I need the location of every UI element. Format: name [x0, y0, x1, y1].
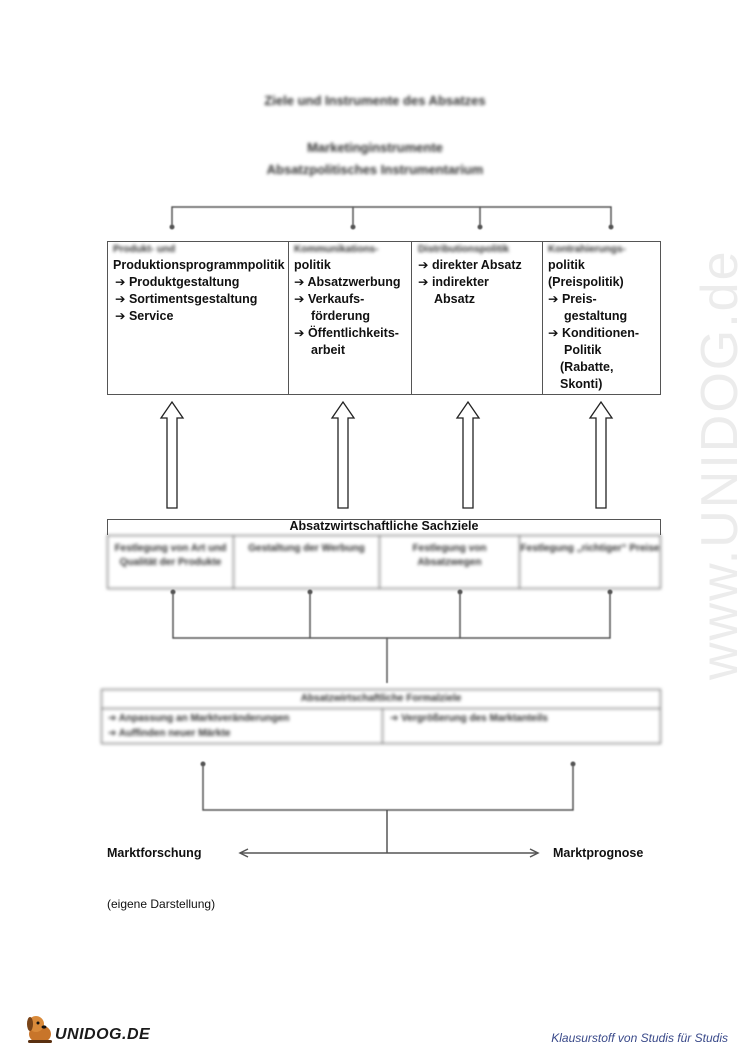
- instrument-distributionspolitik: Distributionspolitik ➔ direkter Absatz ➔…: [418, 243, 540, 308]
- instrument-line: ➔ direkter Absatz: [418, 258, 522, 272]
- footer-tagline: Klausurstoff von Studis für Studis: [551, 1031, 728, 1045]
- instrument-line: arbeit: [311, 343, 346, 357]
- instrument-kontrahierungspolitik: Kontrahierungs- politik (Preispolitik) ➔…: [548, 243, 660, 393]
- instruments-frame: [107, 241, 661, 395]
- sachziele-heading: Absatzwirtschaftliche Sachziele: [289, 519, 479, 531]
- instrument-line: Absatz: [434, 292, 475, 306]
- marktforschung-label: Marktforschung: [107, 846, 202, 860]
- divider: [382, 708, 383, 743]
- marktprognose-label: Marktprognose: [553, 846, 644, 860]
- divider: [411, 241, 412, 395]
- instrument-line: ➔ Sortimentsgestaltung: [115, 292, 258, 306]
- instrument-line: (Preispolitik): [548, 275, 624, 289]
- formalziele-item: ➔ Vergrößerung des Marktanteils: [390, 713, 548, 724]
- sachziele-table: Festlegung von Art und Qualität der Prod…: [107, 535, 661, 589]
- sachziele-cell: Festlegung „richtiger“ Preise: [520, 543, 660, 554]
- sachziele-header-frame: [107, 519, 661, 535]
- logo-text: UNIDOG.DE: [55, 1026, 151, 1043]
- formalziele-item: ➔ Anpassung an Marktveränderungen: [108, 713, 290, 724]
- sachziele-cell: Festlegung von Absatzwegen: [380, 536, 520, 588]
- instrument-heading: Produkt- und: [113, 244, 176, 255]
- instrument-line: Skonti): [560, 377, 603, 391]
- instrument-heading: Kommunikations-: [294, 244, 379, 255]
- instrument-line: politik: [294, 258, 331, 272]
- page-title: Ziele und Instrumente des Absatzes: [264, 93, 486, 108]
- formalziele-heading: Absatzwirtschaftliche Formalziele: [102, 690, 660, 709]
- instrument-line: (Rabatte,: [560, 360, 614, 374]
- divider: [542, 241, 543, 395]
- subtitle-2: Absatzpolitisches Instrumentarium: [266, 162, 484, 177]
- formalziele-left: ➔ Anpassung an Marktveränderungen ➔ Auff…: [108, 711, 289, 741]
- instrument-line: Produktionsprogrammpolitik: [113, 258, 285, 272]
- instrument-line: ➔ Preis-: [548, 292, 597, 306]
- formalziele-item: ➔ Auffinden neuer Märkte: [108, 728, 231, 739]
- instrument-line: ➔ Konditionen-: [548, 326, 640, 340]
- sachziele-cell: Gestaltung der Werbung: [234, 536, 380, 588]
- instrument-line: politik: [548, 258, 585, 272]
- instrument-line: ➔ Produktgestaltung: [115, 275, 240, 289]
- sachziele-cell: Festlegung von Art und Qualität der Prod…: [108, 536, 234, 588]
- instrument-line: ➔ Service: [115, 309, 174, 323]
- instrument-heading: Distributionspolitik: [418, 244, 510, 255]
- formalziele-table: Absatzwirtschaftliche Formalziele ➔ Anpa…: [101, 689, 661, 744]
- instrument-line: ➔ Öffentlichkeits-: [294, 326, 399, 340]
- formalziele-right: ➔ Vergrößerung des Marktanteils: [390, 711, 548, 726]
- instrument-line: ➔ indirekter: [418, 275, 489, 289]
- instrument-produktpolitik: Produkt- und Produktionsprogrammpolitik …: [113, 243, 291, 325]
- source-note: (eigene Darstellung): [107, 897, 216, 911]
- instrument-line: Politik: [564, 343, 602, 357]
- instrument-heading: Kontrahierungs-: [548, 244, 626, 255]
- instrument-line: ➔ Absatzwerbung: [294, 275, 401, 289]
- dog-logo-icon: [27, 1016, 52, 1043]
- instrument-line: förderung: [311, 309, 371, 323]
- instrument-line: gestaltung: [564, 309, 628, 323]
- divider: [288, 241, 289, 395]
- instrument-line: ➔ Verkaufs-: [294, 292, 365, 306]
- subtitle-1: Marketinginstrumente: [307, 140, 443, 155]
- instrument-kommunikationspolitik: Kommunikations- politik ➔ Absatzwerbung …: [294, 243, 409, 359]
